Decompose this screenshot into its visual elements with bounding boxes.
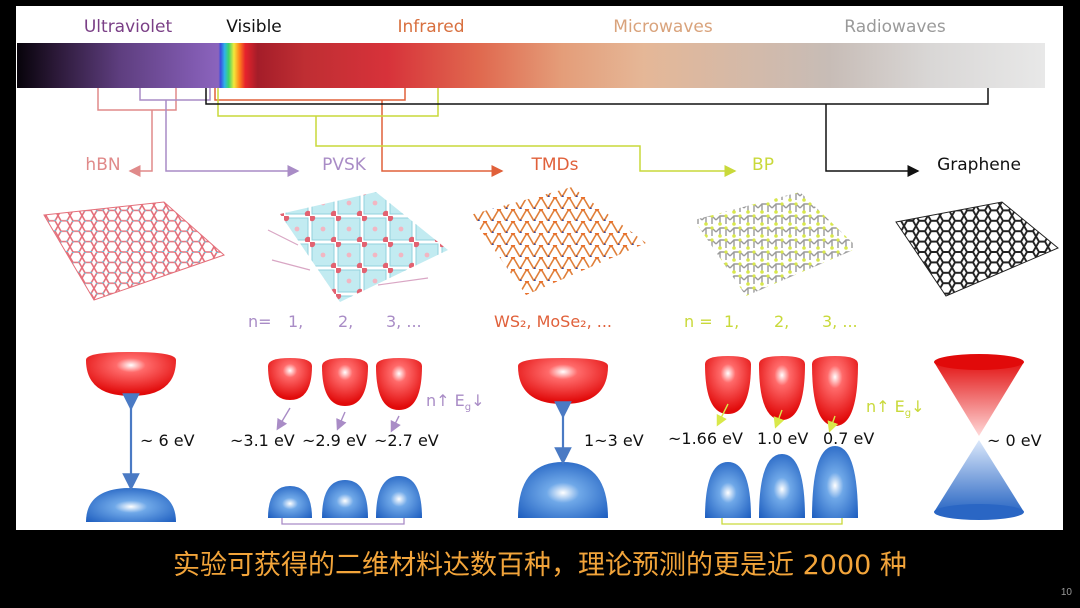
graphene-upper-cone xyxy=(934,358,1024,436)
bp-trend-label: n↑ Eg↓ xyxy=(866,397,925,424)
hbn-lattice-image xyxy=(43,201,225,301)
tmds-valence-band xyxy=(518,462,608,518)
material-label-pvsk: PVSK xyxy=(322,155,366,175)
pvsk-gap-label-3: ~2.7 eV xyxy=(374,431,439,450)
pvsk-conduction-band-3 xyxy=(376,358,422,410)
pvsk-trend-arrow: ↓ xyxy=(471,391,485,410)
pvsk-gap-pointer-2 xyxy=(336,411,347,431)
bp-series-1: 1, xyxy=(724,312,740,331)
pvsk-trend-e: E xyxy=(454,391,465,410)
pvsk-conduction-band-2 xyxy=(322,358,368,406)
pvsk-trend-n: n↑ xyxy=(426,391,450,410)
pvsk-gap-label-2: ~2.9 eV xyxy=(302,431,367,450)
tmds-conduction-band xyxy=(518,358,608,404)
material-label-graphene: Graphene xyxy=(937,155,1021,175)
pvsk-valence-band-1 xyxy=(268,486,312,518)
graphene-gap-label: ~ 0 eV xyxy=(987,431,1042,450)
bp-valence-bracket xyxy=(721,518,843,525)
pvsk-valence-band-2 xyxy=(322,480,368,518)
bp-series-3: 3, ... xyxy=(822,312,858,331)
bp-trend-sub: g xyxy=(904,408,912,420)
pvsk-series-n: n= xyxy=(248,312,272,331)
bp-lattice-image xyxy=(694,192,858,296)
graphene-upper-cone-top xyxy=(934,354,1024,370)
graphene-lattice-image xyxy=(895,201,1059,297)
bp-gap-label-1: ~1.66 eV xyxy=(668,429,743,448)
connector-bp xyxy=(217,88,735,171)
bp-gap-pointer-2 xyxy=(773,409,785,429)
connector-graphene xyxy=(205,88,989,171)
bp-series-2: 2, xyxy=(774,312,790,331)
pvsk-conduction-band-1 xyxy=(268,358,312,400)
pvsk-gap-label-1: ~3.1 eV xyxy=(230,431,295,450)
graphene-lower-cone xyxy=(934,440,1024,517)
bp-conduction-band-1 xyxy=(705,356,751,414)
hbn-valence-band xyxy=(86,488,176,522)
band-label-radiowaves: Radiowaves xyxy=(844,17,946,37)
slide-caption: 实验可获得的二维材料达数百种，理论预测的更是近 2000 种 xyxy=(173,550,907,581)
band-structure-diagrams xyxy=(86,352,1024,525)
bp-gap-pointer-1 xyxy=(716,403,729,427)
connector-pvsk xyxy=(139,88,298,171)
bp-trend-arrow: ↓ xyxy=(911,397,925,416)
bp-valence-band-1 xyxy=(705,462,751,518)
band-label-infrared: Infrared xyxy=(397,17,465,37)
hbn-gap-label: ~ 6 eV xyxy=(140,431,195,450)
band-label-visible: Visible xyxy=(226,17,282,37)
bp-valence-band-3 xyxy=(812,446,858,518)
pvsk-trend-sub: g xyxy=(464,402,472,414)
tmds-lattice-image xyxy=(470,187,646,295)
band-label-ultraviolet: Ultraviolet xyxy=(83,17,173,37)
connector-hbn xyxy=(97,88,177,171)
connector-tmds xyxy=(214,88,502,171)
band-label-microwaves: Microwaves xyxy=(613,17,713,37)
pvsk-gap-pointer-1 xyxy=(276,407,291,431)
bp-series-n: n = xyxy=(684,312,713,331)
page-number: 10 xyxy=(1060,587,1072,598)
graphene-lower-cone-base xyxy=(934,504,1024,520)
spectrum-connectors xyxy=(97,88,989,200)
pvsk-lattice-image xyxy=(267,192,448,302)
bp-valence-band-2 xyxy=(759,454,805,518)
bp-gap-label-2: 1.0 eV xyxy=(757,429,809,448)
pvsk-valence-bracket xyxy=(281,518,405,525)
pvsk-gap-pointer-3 xyxy=(390,415,401,433)
pvsk-series-2: 2, xyxy=(338,312,354,331)
tmds-series-text: WS₂, MoSe₂, ... xyxy=(494,312,612,331)
material-label-tmds: TMDs xyxy=(531,155,579,175)
bp-gap-pointer-3 xyxy=(827,415,839,433)
bp-trend-e: E xyxy=(894,397,905,416)
spectrum-bar xyxy=(17,43,1045,88)
bp-conduction-band-2 xyxy=(759,356,805,420)
pvsk-series-1: 1, xyxy=(288,312,304,331)
pvsk-series-3: 3, ... xyxy=(386,312,422,331)
pvsk-valence-band-3 xyxy=(376,476,422,518)
material-label-hbn: hBN xyxy=(85,155,121,175)
hbn-conduction-band xyxy=(86,352,176,396)
bp-conduction-band-3 xyxy=(812,356,858,426)
material-label-bp: BP xyxy=(752,155,774,175)
pvsk-trend-label: n↑ Eg↓ xyxy=(426,391,485,418)
bp-gap-label-3: 0.7 eV xyxy=(823,429,875,448)
bp-trend-n: n↑ xyxy=(866,397,890,416)
tmds-gap-label: 1~3 eV xyxy=(584,431,644,450)
